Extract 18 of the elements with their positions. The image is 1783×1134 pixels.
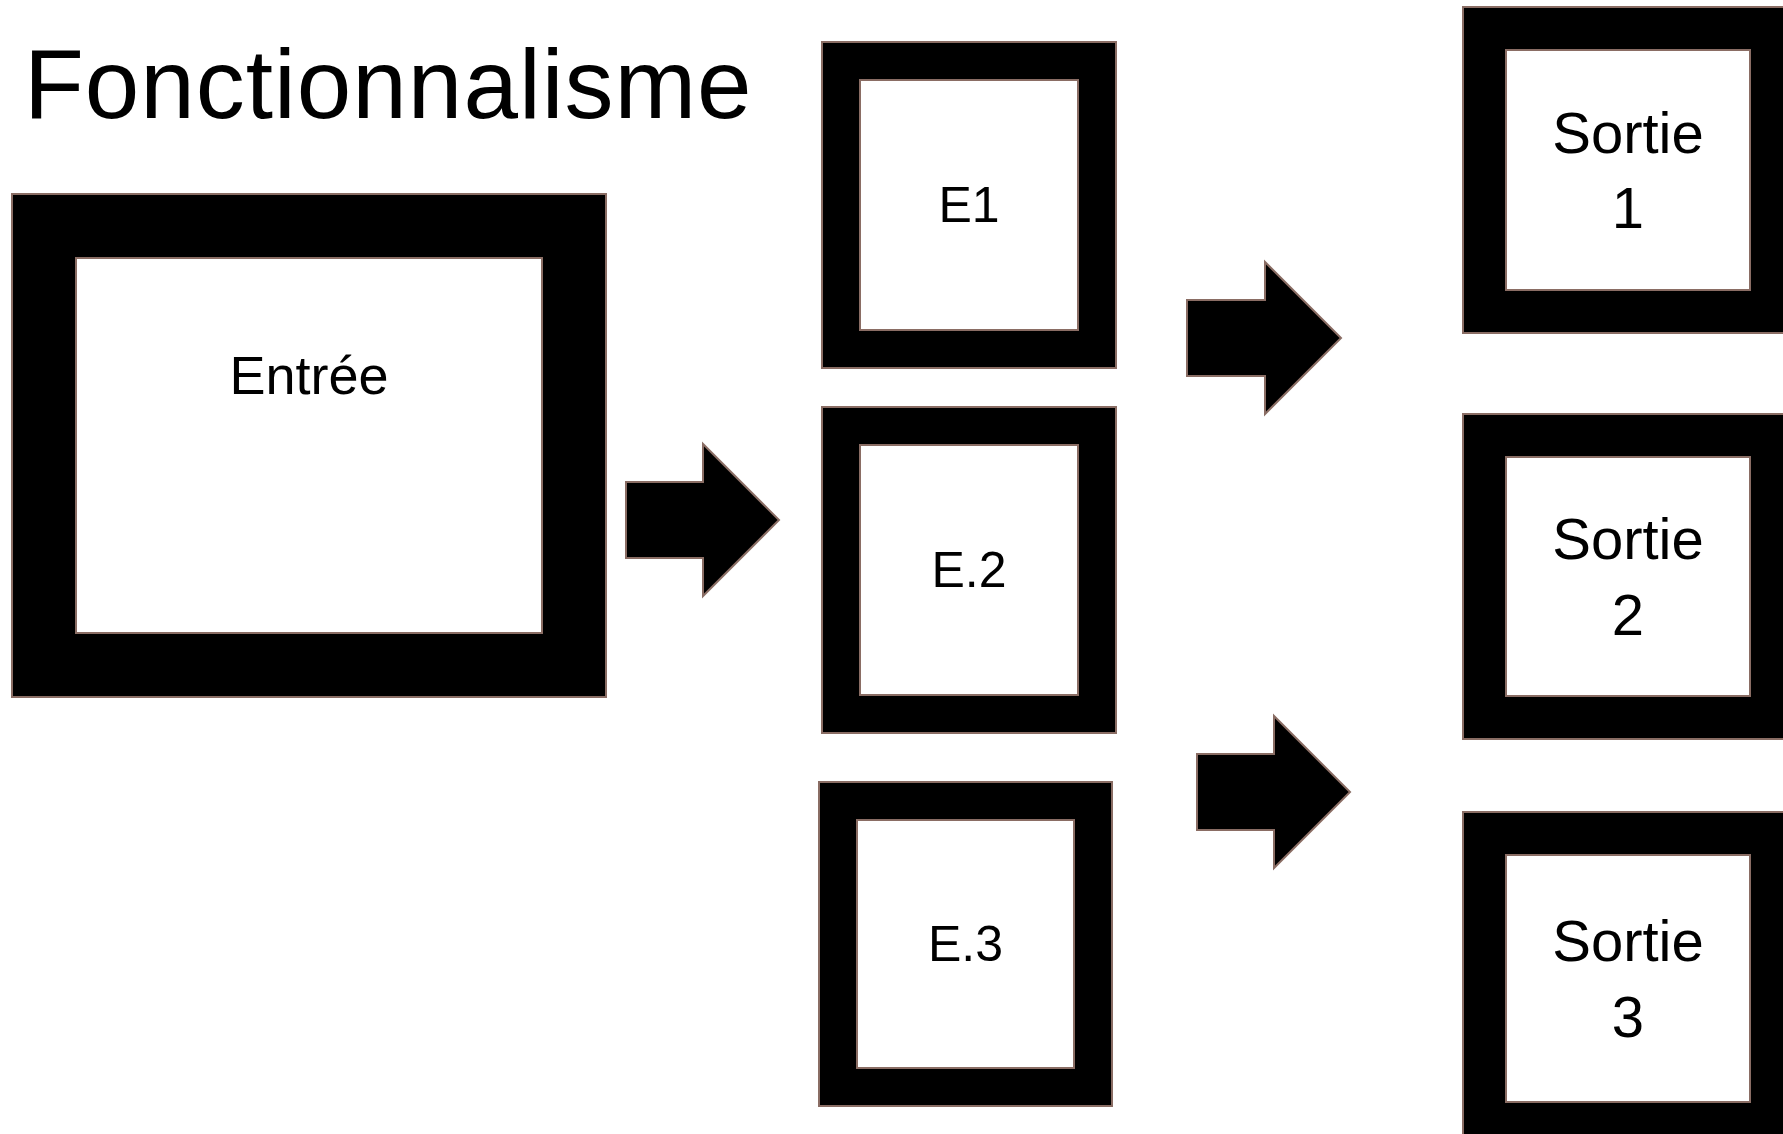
box-label: Sortie 1 xyxy=(1551,98,1705,242)
box-label: Sortie 3 xyxy=(1551,907,1705,1051)
box-label: E.2 xyxy=(931,540,1007,600)
framed-box xyxy=(1462,6,1783,334)
block-arrow xyxy=(1186,259,1343,417)
framed-box xyxy=(1462,811,1783,1134)
framed-box xyxy=(821,406,1117,734)
block-arrow xyxy=(625,441,781,599)
box-label: Sortie 2 xyxy=(1551,505,1705,649)
box-label: E1 xyxy=(938,175,1000,235)
framed-box xyxy=(11,193,607,698)
box-label: E.3 xyxy=(927,914,1004,974)
framed-box xyxy=(821,41,1117,369)
box-label: Entrée xyxy=(229,344,389,408)
block-arrow xyxy=(1196,713,1352,871)
framed-box xyxy=(818,781,1113,1107)
diagram-title: Fonctionnalisme xyxy=(24,28,753,141)
framed-box xyxy=(1462,413,1783,740)
